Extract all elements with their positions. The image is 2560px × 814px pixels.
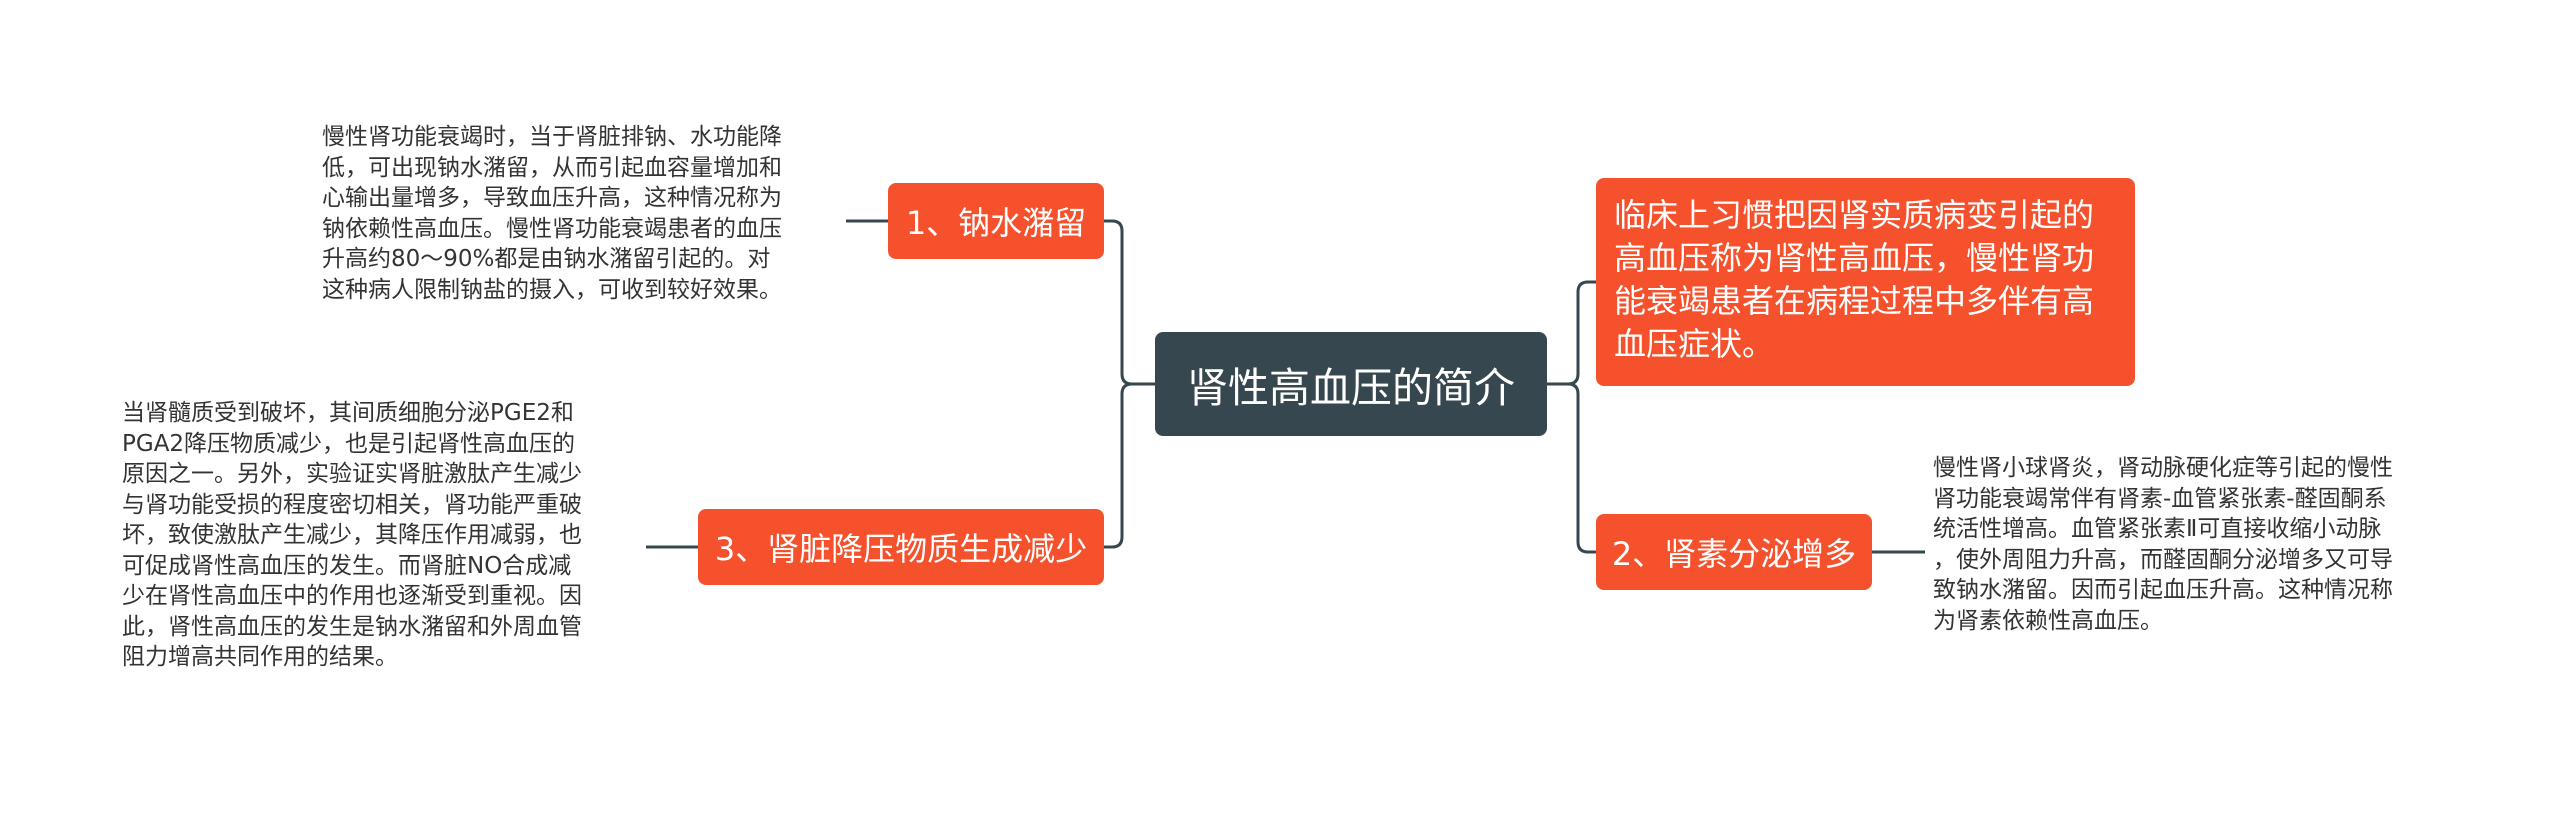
root-topic-label: 肾性高血压的简介 — [1187, 364, 1515, 412]
branch-sodium-retention-label: 1、钠水潴留 — [905, 204, 1087, 242]
branch-intro[interactable]: 临床上习惯把因肾实质病变引起的 高血压称为肾性高血压，慢性肾功 能衰竭患者在病程… — [1596, 178, 2135, 386]
branch-sodium-retention[interactable]: 1、钠水潴留 — [888, 183, 1104, 259]
connector-root-renin — [1547, 382, 1596, 554]
note-line: 钠依赖性高血压。慢性肾功能衰竭患者的血压 — [322, 215, 782, 242]
note-line: 这种病人限制钠盐的摄入，可收到较好效果。 — [322, 276, 782, 303]
branch-intro-text: 临床上习惯把因肾实质病变引起的 高血压称为肾性高血压，慢性肾功 能衰竭患者在病程… — [1614, 194, 2094, 366]
intro-line: 临床上习惯把因肾实质病变引起的 — [1614, 196, 2095, 234]
note-line: 统活性增高。血管紧张素Ⅱ可直接收缩小动脉 — [1933, 516, 2382, 542]
intro-line: 高血压称为肾性高血压，慢性肾功 — [1614, 239, 2095, 277]
note-line: 心输出量增多，导致血压升高，这种情况称为 — [322, 185, 782, 211]
connector-root-intro — [1547, 280, 1596, 386]
note-line: ，使外周阻力升高，而醛固酮分泌增多又可导 — [1933, 546, 2393, 573]
note-line: 慢性肾功能衰竭时，当于肾脏排钠、水功能降 — [322, 124, 782, 150]
note-line: 少在肾性高血压中的作用也逐渐受到重视。因 — [122, 583, 582, 609]
branch-renin-increase-label: 2、肾素分泌增多 — [1611, 535, 1857, 573]
note-line: 升高约80～90%都是由钠水潴留引起的。对 — [322, 246, 771, 272]
note-line: 与肾功能受损的程度密切相关，肾功能严重破 — [122, 491, 582, 518]
root-topic[interactable]: 肾性高血压的简介 — [1155, 332, 1547, 436]
note-renin-increase: 慢性肾小球肾炎，肾动脉硬化症等引起的慢性 肾功能衰竭常伴有肾素-血管紧张素-醛固… — [1933, 453, 2453, 636]
note-line: 阻力增高共同作用的结果。 — [122, 644, 398, 670]
note-line: 为肾素依赖性高血压。 — [1933, 607, 2163, 634]
note-depressor-reduction: 当肾髓质受到破坏，其间质细胞分泌PGE2和 PGA2降压物质减少，也是引起肾性高… — [122, 398, 642, 673]
branch-renin-increase[interactable]: 2、肾素分泌增多 — [1596, 514, 1872, 590]
note-line: 致钠水潴留。因而引起血压升高。这种情况称 — [1933, 577, 2393, 603]
note-line: 肾功能衰竭常伴有肾素-血管紧张素-醛固酮系 — [1933, 485, 2387, 512]
note-line: 可促成肾性高血压的发生。而肾脏NO合成减 — [122, 552, 572, 579]
intro-line: 血压症状。 — [1614, 325, 1775, 363]
connector-root-sodium — [1104, 219, 1155, 386]
intro-line: 能衰竭患者在病程过程中多伴有高 — [1614, 282, 2095, 320]
branch-depressor-reduction-label: 3、肾脏降压物质生成减少 — [714, 530, 1088, 568]
note-line: 当肾髓质受到破坏，其间质细胞分泌PGE2和 — [122, 400, 574, 426]
note-line: 低，可出现钠水潴留，从而引起血容量增加和 — [322, 154, 782, 181]
note-line: 慢性肾小球肾炎，肾动脉硬化症等引起的慢性 — [1933, 455, 2393, 481]
note-line: 原因之一。另外，实验证实肾脏激肽产生减少 — [122, 461, 582, 487]
note-line: 坏，致使激肽产生减少，其降压作用减弱，也 — [122, 522, 582, 548]
connector-root-depressor — [1104, 382, 1155, 549]
note-line: PGA2降压物质减少，也是引起肾性高血压的 — [122, 430, 576, 457]
note-line: 此，肾性高血压的发生是钠水潴留和外周血管 — [122, 613, 582, 640]
branch-depressor-reduction[interactable]: 3、肾脏降压物质生成减少 — [698, 509, 1104, 585]
note-sodium-retention: 慢性肾功能衰竭时，当于肾脏排钠、水功能降 低，可出现钠水潴留，从而引起血容量增加… — [322, 122, 842, 305]
